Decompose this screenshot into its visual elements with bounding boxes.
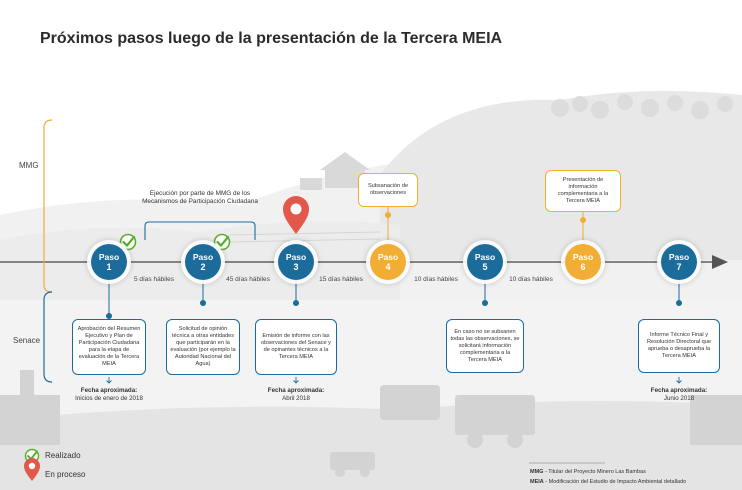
senace-box-step-3: Emisión de informe con las observaciones… [255, 319, 337, 375]
abbreviation-definition: - Modificación del Estudio de Impacto Am… [545, 479, 687, 485]
step-label: Paso [192, 252, 214, 262]
check-icon [119, 233, 137, 251]
step-node-7: Paso 7 [661, 244, 697, 280]
duration-label: 45 días hábiles [226, 276, 270, 283]
step-label: Paso [377, 252, 399, 262]
step-label: Paso [285, 252, 307, 262]
execution-label: Ejecución por parte de MMG de los Mecani… [142, 190, 258, 205]
abbreviation-definition: - Titular del Proyecto Minero Las Bambas [544, 469, 646, 475]
senace-box-step-1: Aprobación del Resumen Ejecutivo y Plan … [72, 319, 146, 375]
step-label: Paso [474, 252, 496, 262]
mmg-box-step-6: Presentación de información complementar… [545, 170, 621, 212]
step-label: Paso [572, 252, 594, 262]
abbreviation-term: MMG [530, 469, 544, 475]
step-node-6: Paso 6 [565, 244, 601, 280]
mmg-box-step-4: Subsanación de observaciones [358, 173, 418, 207]
step-number: 5 [482, 262, 488, 272]
page-title: Próximos pasos luego de la presentación … [40, 30, 503, 47]
check-icon [213, 233, 231, 251]
date-label: Fecha aproximada: [650, 387, 708, 394]
date-label: Fecha aproximada: [267, 387, 325, 394]
senace-box-step-2: Solicitud de opinión técnica a otras ent… [166, 319, 240, 375]
date-value: Junio 2018 [663, 394, 695, 402]
step-label: Paso [668, 252, 690, 262]
step-number: 4 [385, 262, 391, 272]
duration-label: 10 días hábiles [509, 276, 553, 283]
abbreviation-term: MEIA [530, 479, 544, 485]
senace-connectors [108, 280, 680, 313]
step-label: Paso [98, 252, 120, 262]
step-node-5: Paso 5 [467, 244, 503, 280]
approx-date-step-7: Fecha aproximada: Junio 2018 [634, 387, 724, 402]
duration-label: 15 días hábiles [319, 276, 363, 283]
location-pin-icon [24, 458, 40, 481]
lane-label-mmg: MMG [19, 161, 39, 170]
date-label: Fecha aproximada: [80, 387, 138, 394]
legend-done-label: Realizado [45, 451, 81, 460]
senace-box-step-5: En caso no se subsanen todas las observa… [446, 319, 524, 373]
mmg-connectors [387, 207, 584, 244]
mmg-bracket [43, 119, 53, 293]
step-number: 2 [200, 262, 206, 272]
approx-date-step-3: Fecha aproximada: Abril 2018 [251, 387, 341, 402]
step-number: 1 [106, 262, 112, 272]
legend-in-progress-label: En proceso [45, 470, 86, 479]
duration-label: 5 días hábiles [133, 276, 175, 283]
step-node-2: Paso 2 [185, 244, 221, 280]
step-node-3: Paso 3 [278, 244, 314, 280]
step-number: 7 [676, 262, 682, 272]
step-number: 3 [293, 262, 299, 272]
approx-date-step-1: Fecha aproximada: Inicios de enero de 20… [64, 387, 154, 402]
date-value: Abril 2018 [282, 394, 310, 402]
date-value: Inicios de enero de 2018 [75, 394, 143, 402]
location-pin-icon [283, 196, 309, 234]
step-node-1: Paso 1 [91, 244, 127, 280]
lane-label-senace: Senace [13, 336, 41, 345]
step-number: 6 [580, 262, 586, 272]
duration-label: 10 días hábiles [414, 276, 458, 283]
senace-bracket [43, 291, 53, 383]
step-node-4: Paso 4 [370, 244, 406, 280]
execution-bracket [144, 221, 256, 240]
senace-box-step-7: Informe Técnico Final y Resolución Direc… [638, 319, 720, 373]
abbreviation-mmg: MMG - Titular del Proyecto Minero Las Ba… [530, 469, 646, 475]
timeline-arrowhead [712, 255, 728, 269]
abbreviation-meia: MEIA - Modificación del Estudio de Impac… [530, 479, 686, 485]
